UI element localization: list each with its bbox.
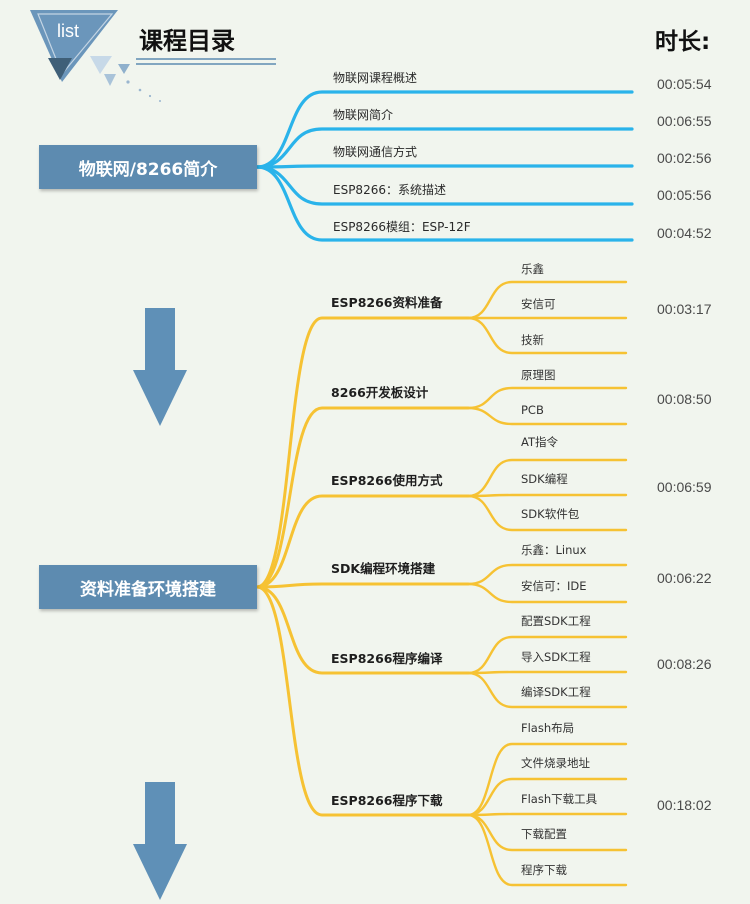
setup-topic-duration: 00:03:17 [657,301,712,317]
setup-topic-duration: 00:06:22 [657,570,712,586]
intro-branch-line [255,165,634,242]
intro-branch-line [255,90,634,169]
setup-sub-branch-line [466,280,628,320]
setup-subtopic-label: 安信可 [521,297,556,311]
setup-subtopic-label: 原理图 [521,368,556,382]
intro-branch-line [255,164,634,169]
setup-sub-branch-line [466,670,628,675]
duration-heading: 时长: [655,29,711,55]
intro-item-label: 物联网课程概述 [333,71,418,85]
setup-sub-branch-line [466,493,628,498]
setup-sub-branch-line [466,777,628,817]
flow-arrow-1 [133,308,187,426]
setup-sub-branch-line [466,386,628,410]
setup-subtopic-label: 技新 [521,333,544,347]
setup-subtopic-label: 乐鑫：Linux [521,543,587,557]
flow-arrow-2 [133,782,187,900]
intro-item-duration: 00:04:52 [657,225,712,241]
setup-sub-branch-line [466,742,628,817]
intro-branch-line [255,127,634,169]
setup-branch-line [255,585,470,675]
setup-subtopic-label: 编译SDK工程 [521,685,591,699]
setup-subtopic-label: PCB [521,403,544,417]
intro-item-label: ESP8266模组：ESP-12F [333,220,471,234]
setup-topic-duration: 00:08:26 [657,656,712,672]
root-node-intro: 物联网/8266简介 [39,145,257,189]
page-title: 课程目录 [139,27,235,55]
setup-branch-line [255,585,470,817]
intro-item-duration: 00:02:56 [657,150,712,166]
setup-sub-branch-line [466,316,628,355]
setup-sub-branch-line [466,812,628,817]
branch-lines [255,90,634,887]
setup-branch-line [255,494,470,589]
setup-sub-branch-line [466,458,628,498]
setup-topic-label: ESP8266使用方式 [331,473,443,488]
intro-item-label: 物联网通信方式 [333,145,418,159]
setup-branch-line [255,582,470,589]
root-node-setup: 资料准备环境搭建 [39,565,257,609]
setup-topic-label: ESP8266程序下载 [331,793,443,808]
setup-subtopic-label: 文件烧录地址 [521,756,590,770]
header-decoration [30,10,276,102]
setup-branch-line [255,406,470,589]
setup-subtopic-label: SDK软件包 [521,507,580,521]
setup-sub-branch-line [466,406,628,426]
setup-branch-line [255,316,470,589]
setup-topic-label: ESP8266程序编译 [331,651,443,666]
setup-subtopic-label: 乐鑫 [521,262,544,276]
setup-subtopic-label: 程序下载 [521,863,567,877]
setup-topic-label: ESP8266资料准备 [331,295,443,310]
setup-subtopic-label: Flash布局 [521,721,575,735]
setup-subtopic-label: 导入SDK工程 [521,650,591,664]
setup-sub-branch-line [466,671,628,709]
intro-item-duration: 00:05:56 [657,187,712,203]
intro-item-label: ESP8266：系统描述 [333,183,446,197]
setup-sub-branch-line [466,813,628,887]
setup-sub-branch-line [466,563,628,586]
setup-sub-branch-line [466,582,628,604]
setup-subtopic-label: 安信可：IDE [521,579,587,593]
setup-subtopic-label: 配置SDK工程 [521,614,591,628]
header-triangle [30,10,118,82]
intro-item-label: 物联网简介 [333,108,394,122]
setup-subtopic-label: SDK编程 [521,472,568,486]
setup-subtopic-label: Flash下载工具 [521,792,598,806]
setup-sub-branch-line [466,494,628,532]
setup-sub-branch-line [466,635,628,675]
setup-subtopic-label: 下载配置 [521,827,567,841]
setup-topic-label: 8266开发板设计 [331,385,429,400]
list-badge: list [57,21,79,41]
intro-item-duration: 00:05:54 [657,76,712,92]
setup-topic-duration: 00:06:59 [657,479,712,495]
intro-item-duration: 00:06:55 [657,113,712,129]
setup-topic-duration: 00:08:50 [657,391,712,407]
setup-topic-label: SDK编程环境搭建 [331,561,436,576]
setup-subtopic-label: AT指令 [521,435,558,449]
setup-topic-duration: 00:18:02 [657,797,712,813]
